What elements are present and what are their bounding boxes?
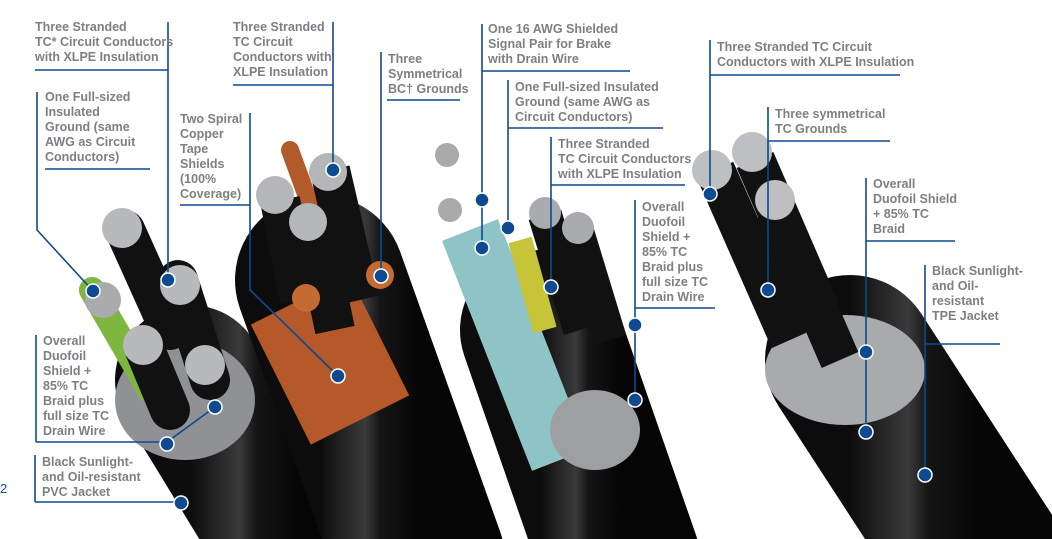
- cable-4-tpe: [692, 132, 1052, 539]
- label-cable3-conductors: Three Stranded TC Circuit Conductors wit…: [558, 137, 692, 181]
- label-cable1-ground: One Full-sized Insulated Ground (same AW…: [45, 90, 136, 164]
- label-cable4-conductors: Three Stranded TC Circuit Conductors wit…: [717, 40, 915, 69]
- label-cable1-jacket: Black Sunlight- and Oil-resistant PVC Ja…: [42, 455, 141, 499]
- callout-dots: [85, 162, 933, 511]
- label-cable3-shield: Overall Duofoil Shield + 85% TC Braid pl…: [642, 200, 708, 304]
- label-cable2-tape: Two Spiral Copper Tape Shields (100% Cov…: [180, 112, 243, 201]
- label-cable2-conductors: Three Stranded TC Circuit Conductors wit…: [233, 20, 332, 79]
- label-cable1-shield: Overall Duofoil Shield + 85% TC Braid pl…: [43, 334, 109, 438]
- leader-lines: [34, 22, 1000, 503]
- label-cable4-grounds: Three symmetrical TC Grounds: [775, 107, 886, 136]
- label-cable3-signal: One 16 AWG Shielded Signal Pair for Brak…: [488, 22, 619, 66]
- page-number: 2: [0, 481, 8, 496]
- label-cable4-shield: Overall Duofoil Shield + 85% TC Braid: [873, 177, 958, 236]
- label-cable3-ground: One Full-sized Insulated Ground (same AW…: [515, 80, 659, 124]
- label-cable2-grounds: Three Symmetrical BC† Grounds: [388, 52, 469, 96]
- label-cable4-jacket: Black Sunlight- and Oil- resistant TPE J…: [932, 264, 1023, 323]
- label-cable1-conductors: Three Stranded TC* Circuit Conductors wi…: [35, 20, 174, 64]
